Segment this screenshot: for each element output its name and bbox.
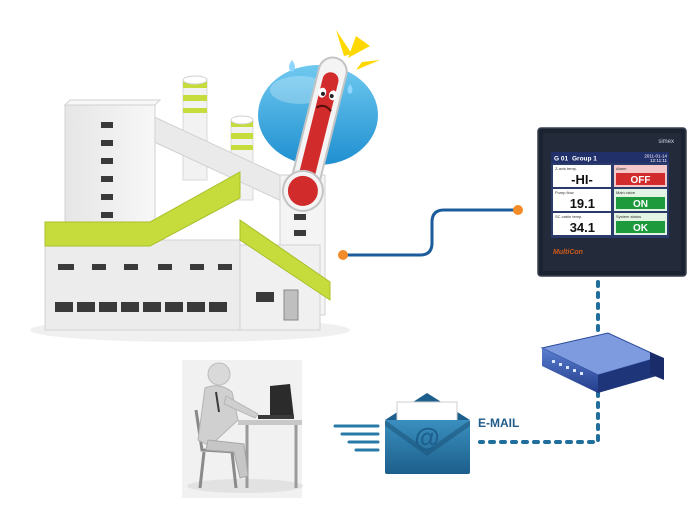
channel-label: Z-axis temp. <box>555 166 577 171</box>
spark-icon <box>348 36 370 58</box>
cable-connector-device <box>513 205 523 215</box>
device-brand: simex <box>658 139 674 145</box>
factory-main-hall <box>44 239 241 331</box>
link-router-email <box>478 390 600 444</box>
data-cable <box>343 208 518 257</box>
status-label: Main valve <box>616 190 636 195</box>
laptop-icon <box>258 384 294 419</box>
screen-date: 2011-01-14 <box>644 154 667 159</box>
status-value: OK <box>633 223 649 234</box>
screen-group-id: G 01 <box>554 156 568 163</box>
status-value: ON <box>633 199 648 210</box>
spark-icon <box>356 60 380 70</box>
person-figure <box>197 362 259 479</box>
screen-time: 12:11:11 <box>650 158 667 163</box>
multicon-device: simex G 01 Group 1 2011-01-14 12:11:11 Z… <box>537 127 687 277</box>
speed-lines <box>333 424 380 452</box>
spark-icon <box>336 30 352 56</box>
device-model: MultiCon <box>553 249 583 256</box>
status-label: System status <box>616 214 641 219</box>
channel-value: -HI- <box>571 172 593 187</box>
thermometer-icon <box>281 56 348 212</box>
email-label: E-MAIL <box>478 416 519 430</box>
email-envelope-icon: @ <box>333 393 470 474</box>
factory-green-roof-left <box>44 171 241 247</box>
router-icon <box>540 332 664 393</box>
channel-value: 34.1 <box>570 220 595 235</box>
channel-row-1: Z-axis temp. -HI- Alarm OFF <box>553 165 667 187</box>
status-value: OFF <box>631 175 651 186</box>
status-label: Alarm <box>616 166 627 171</box>
email-at-symbol: @ <box>414 422 439 452</box>
channel-row-3: SC cabin temp. 34.1 System status OK <box>553 213 667 235</box>
sweat-drop-icon <box>347 84 353 94</box>
overheat-alert <box>258 30 380 212</box>
channel-row-2: Pump flow 19.1 Main valve ON <box>553 189 667 211</box>
factory-tower <box>63 99 162 236</box>
person-at-laptop <box>182 360 303 498</box>
channel-label: Pump flow <box>555 190 574 195</box>
sweat-drop-icon <box>289 60 295 72</box>
factory-green-roof-right <box>239 219 331 301</box>
screen-group-name: Group 1 <box>572 156 597 163</box>
channel-value: 19.1 <box>570 196 595 211</box>
channel-label: SC cabin temp. <box>555 214 582 219</box>
cable-connector-factory <box>338 250 348 260</box>
